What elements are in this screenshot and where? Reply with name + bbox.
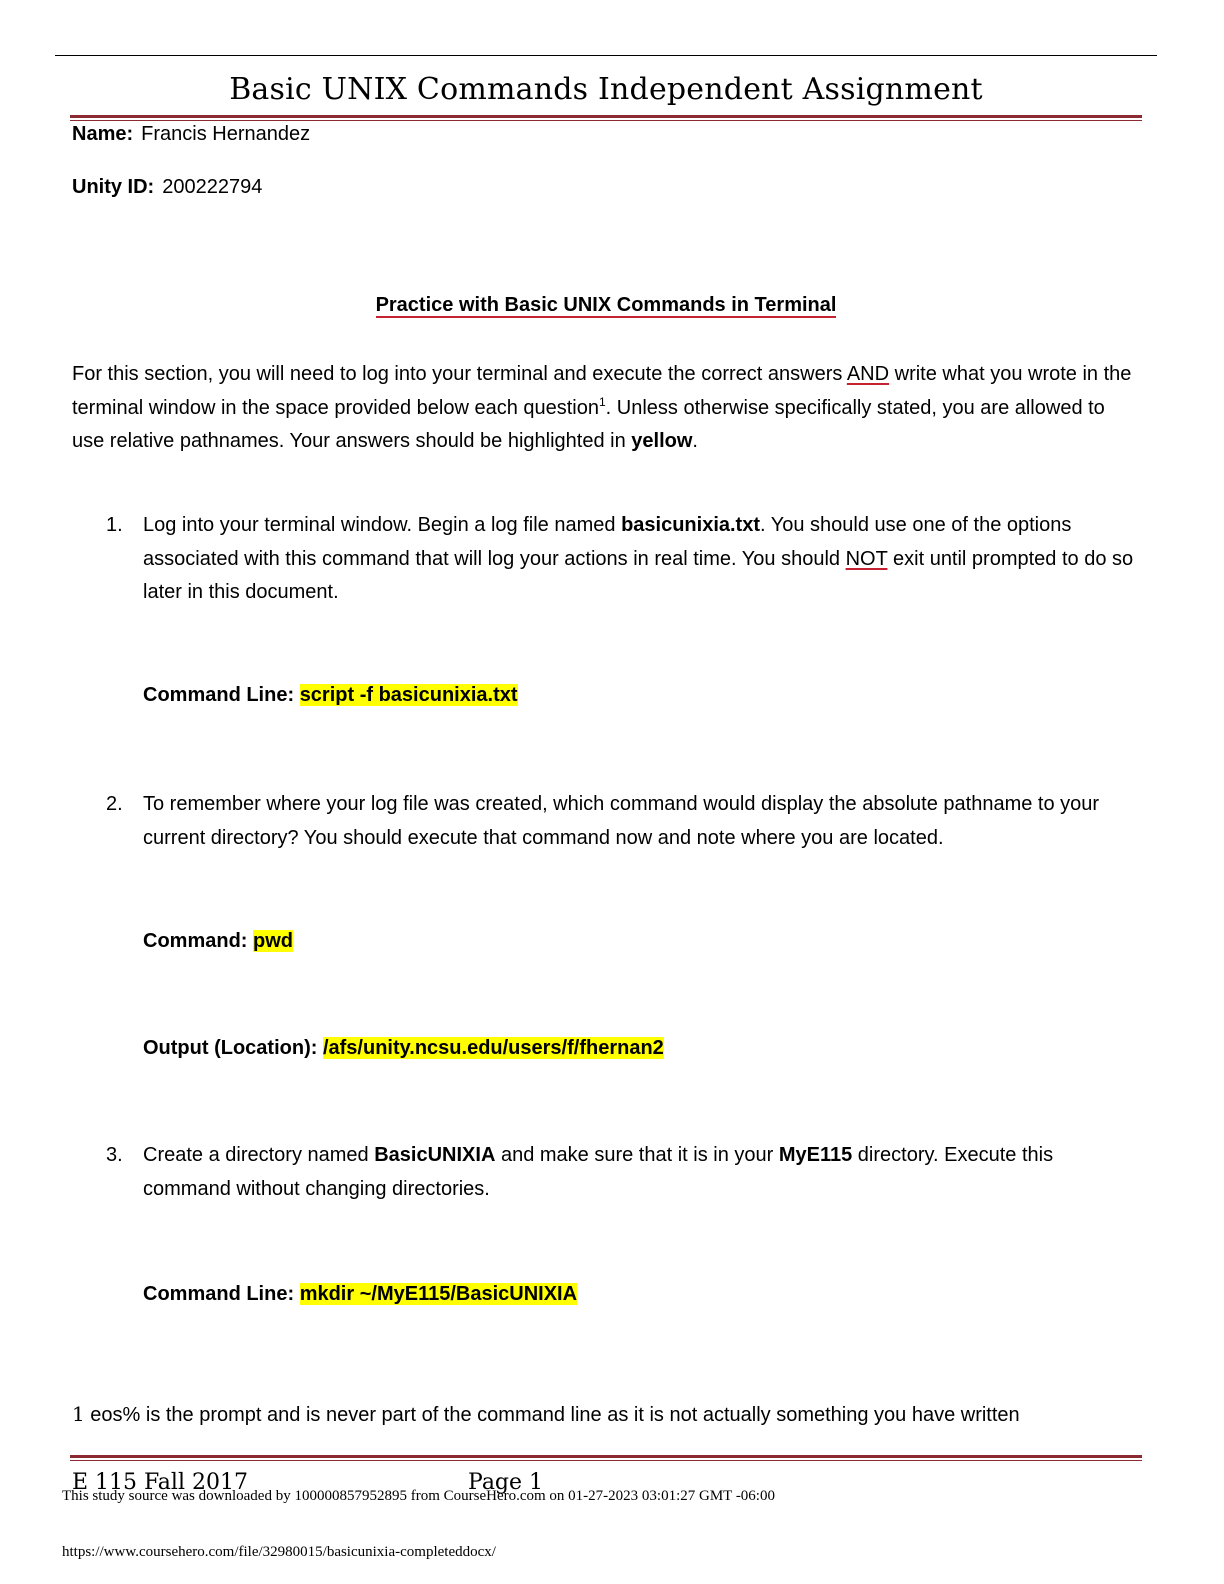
answer-label: Output (Location): — [143, 1037, 318, 1059]
q3-text-e: directory. Execute this command without … — [143, 1144, 1054, 1200]
q1-text-c: . You should use one of the options asso… — [143, 514, 1072, 570]
name-label: Name: — [72, 123, 134, 145]
q2-command-answer: Command: pwd — [143, 930, 294, 953]
intro-yellow-bold: yellow — [631, 430, 693, 452]
answer-value-highlighted: /afs/unity.ncsu.edu/users/f/fhernan2 — [322, 1037, 664, 1059]
title-underline-rule — [70, 115, 1142, 121]
download-notice: This study source was downloaded by 1000… — [62, 1488, 775, 1504]
footer-page-number: Page 1 — [468, 1470, 544, 1495]
question-number: 3. — [106, 1144, 123, 1166]
q3-text-a: Create a directory named — [143, 1144, 375, 1166]
footnote-number: 1 — [72, 1402, 85, 1426]
intro-text-1: For this section, you will need to log i… — [72, 363, 847, 385]
question-text: Log into your terminal window. Begin a l… — [143, 509, 1136, 610]
question-number: 1. — [106, 514, 123, 536]
answer-value-highlighted: script -f basicunixia.txt — [299, 684, 518, 706]
intro-text-3: . Unless otherwise specifically stated, … — [72, 396, 1105, 453]
footnote-reference: 1 — [598, 394, 606, 409]
question-text: Create a directory named BasicUNIXIA and… — [143, 1139, 1136, 1206]
document-title: Basic UNIX Commands Independent Assignme… — [229, 72, 983, 107]
intro-text-2: write what you wrote in the terminal win… — [72, 363, 1132, 419]
intro-paragraph: For this section, you will need to log i… — [72, 358, 1132, 459]
name-field: Name: Francis Hernandez — [72, 123, 310, 146]
question-1: 1. Log into your terminal window. Begin … — [106, 509, 1136, 610]
unity-id-field: Unity ID: 200222794 — [72, 176, 262, 199]
footer-course: E 115 Fall 2017 — [72, 1470, 248, 1495]
q1-text-a: Log into your terminal window. Begin a l… — [143, 514, 622, 536]
answer-label: Command: — [143, 930, 248, 952]
answer-value-highlighted: pwd — [253, 930, 294, 952]
q3-text-c: and make sure that it is in your — [495, 1144, 779, 1166]
q3-parent-dir: MyE115 — [778, 1144, 853, 1166]
intro-and-underlined: AND — [846, 363, 890, 385]
unity-id-label: Unity ID: — [72, 176, 155, 198]
q3-dirname: BasicUNIXIA — [374, 1144, 496, 1166]
unity-id-value: 200222794 — [162, 176, 263, 198]
section-heading: Practice with Basic UNIX Commands in Ter… — [0, 294, 1212, 318]
q1-not-underlined: NOT — [845, 547, 888, 570]
footer-rule — [70, 1455, 1142, 1461]
question-2: 2. To remember where your log file was c… — [106, 788, 1136, 855]
footnote-text: eos% is the prompt and is never part of … — [84, 1404, 1020, 1426]
name-value: Francis Hernandez — [141, 123, 311, 145]
answer-label: Command Line: — [143, 684, 295, 706]
top-rule — [55, 55, 1157, 56]
answer-label: Command Line: — [143, 1283, 295, 1305]
q1-answer: Command Line: script -f basicunixia.txt — [143, 684, 518, 707]
question-3: 3. Create a directory named BasicUNIXIA … — [106, 1139, 1136, 1206]
question-number: 2. — [106, 793, 123, 815]
answer-value-highlighted: mkdir ~/MyE115/BasicUNIXIA — [299, 1283, 578, 1305]
footnote: 1 eos% is the prompt and is never part o… — [72, 1402, 1020, 1427]
section-heading-text: Practice with Basic UNIX Commands in Ter… — [375, 294, 837, 318]
question-text: To remember where your log file was crea… — [143, 793, 1100, 849]
q1-text-e: exit until prompted to do so later in th… — [143, 547, 1134, 604]
intro-text-4: . — [692, 430, 698, 452]
q2-output-answer: Output (Location): /afs/unity.ncsu.edu/u… — [143, 1037, 664, 1060]
q1-filename: basicunixia.txt — [621, 514, 760, 536]
q3-answer: Command Line: mkdir ~/MyE115/BasicUNIXIA — [143, 1283, 578, 1306]
source-url-link[interactable]: https://www.coursehero.com/file/32980015… — [62, 1544, 496, 1560]
